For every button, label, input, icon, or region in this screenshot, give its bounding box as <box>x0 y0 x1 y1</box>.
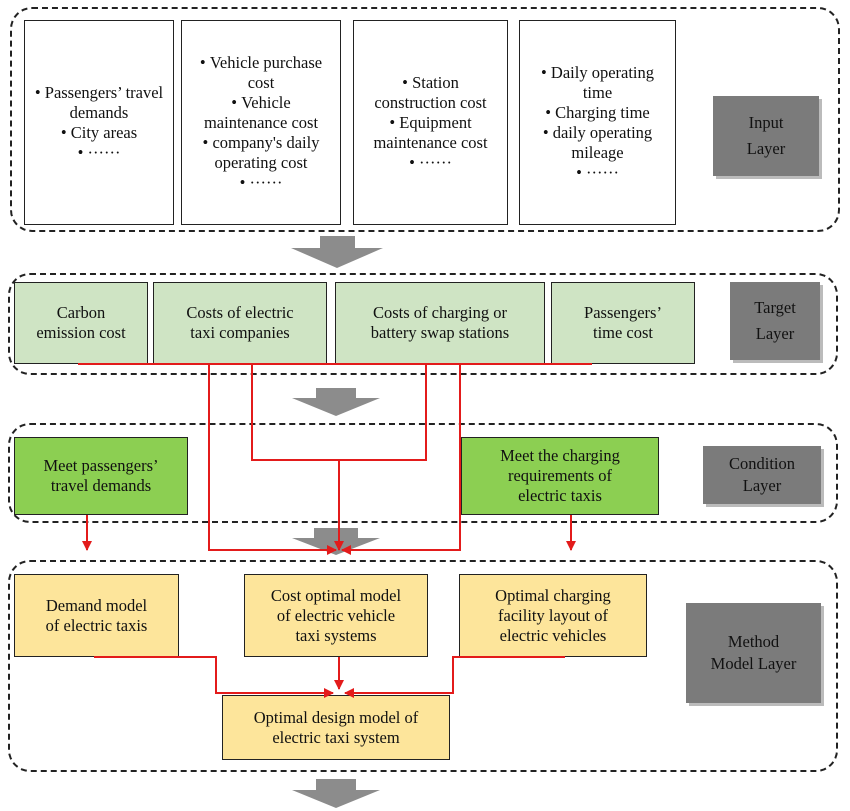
method-box-optimal-design: Optimal design model of electric taxi sy… <box>222 695 450 760</box>
condition-layer-frame <box>8 423 838 523</box>
box-line: Costs of charging or <box>373 303 507 322</box>
box-line: requirements of <box>507 466 612 485</box>
box-line: emission cost <box>36 323 126 342</box>
bullet-item: Passengers’ travel demands <box>31 83 167 123</box>
condition-box-charging-requirements: Meet the charging requirements of electr… <box>461 437 659 515</box>
box-line: Meet passengers’ <box>43 456 159 475</box>
connector-outer-right <box>341 364 461 555</box>
connector-demand-to-design <box>94 656 334 698</box>
target-layer-label: Target Layer <box>730 282 820 360</box>
box-line: electric taxis <box>518 486 602 505</box>
connector-layout-to-design <box>344 656 565 698</box>
target-box-station-cost: Costs of charging or battery swap statio… <box>335 282 545 364</box>
box-line: Optimal design model of <box>253 707 419 727</box>
box-line: Passengers’ <box>584 303 662 322</box>
bullet-item: Daily operating time <box>526 63 669 103</box>
box-line: facility layout of <box>498 605 608 625</box>
flow-arrow-down-4 <box>292 779 380 808</box>
bullet-item: ······ <box>360 153 501 173</box>
box-line: Meet the charging <box>500 446 620 465</box>
method-box-cost-optimal-model: Cost optimal model of electric vehicle t… <box>244 574 428 657</box>
bullet-item: City areas <box>31 123 167 143</box>
box-line: of electric vehicle <box>276 605 396 625</box>
input-box-passenger-demand: Passengers’ travel demands City areas ··… <box>24 20 174 225</box>
bullet-item: Charging time <box>526 103 669 123</box>
label-line: Layer <box>755 324 795 343</box>
connector-outer-left <box>208 364 337 555</box>
bullet-item: ······ <box>31 143 167 163</box>
box-line: taxi companies <box>190 323 290 342</box>
box-line: battery swap stations <box>370 323 510 342</box>
box-line: Cost optimal model <box>270 585 402 605</box>
label-line: Input <box>748 113 784 132</box>
bullet-item: Vehicle purchase cost <box>188 53 334 93</box>
input-layer-label: Input Layer <box>713 96 819 176</box>
label-line: Target <box>754 298 796 317</box>
input-box-station-cost: Station construction cost Equipment main… <box>353 20 508 225</box>
bullet-item: Vehicle maintenance cost <box>188 93 334 133</box>
box-line: electric vehicles <box>499 625 607 645</box>
box-line: time cost <box>592 323 654 342</box>
method-layer-label: Method Model Layer <box>686 603 821 703</box>
bullet-item: ······ <box>526 163 669 183</box>
box-line: of electric taxis <box>45 615 148 635</box>
target-box-carbon-cost: Carbon emission cost <box>14 282 148 364</box>
bullet-item: ······ <box>188 173 334 193</box>
label-line: Layer <box>742 476 782 495</box>
method-box-charging-layout: Optimal charging facility layout of elec… <box>459 574 647 657</box>
method-layer-frame <box>8 560 838 772</box>
box-line: travel demands <box>50 476 152 495</box>
flow-arrow-down-1 <box>291 236 383 268</box>
box-line: Optimal charging <box>495 585 611 605</box>
bullet-item: company's daily operating cost <box>188 133 334 173</box>
method-box-demand-model: Demand model of electric taxis <box>14 574 179 657</box>
input-box-vehicle-cost: Vehicle purchase cost Vehicle maintenanc… <box>181 20 341 225</box>
target-layer-frame <box>8 273 838 375</box>
bullet-item: daily operating mileage <box>526 123 669 163</box>
box-line: Demand model <box>45 595 148 615</box>
box-line: Carbon <box>56 303 106 322</box>
label-line: Layer <box>746 139 786 158</box>
bullet-item: Station construction cost <box>360 73 501 113</box>
label-line: Method <box>727 632 780 651</box>
label-line: Condition <box>728 454 795 473</box>
condition-layer-label: Condition Layer <box>703 446 821 504</box>
target-box-passenger-time-cost: Passengers’ time cost <box>551 282 695 364</box>
input-box-operating-time: Daily operating time Charging time daily… <box>519 20 676 225</box>
bullet-item: Equipment maintenance cost <box>360 113 501 153</box>
box-line: electric taxi system <box>272 727 400 747</box>
label-line: Model Layer <box>710 654 797 673</box>
box-line: taxi systems <box>295 625 377 645</box>
box-line: Costs of electric <box>186 303 294 322</box>
condition-box-travel-demands: Meet passengers’ travel demands <box>14 437 188 515</box>
input-layer-frame <box>10 7 840 232</box>
flow-arrow-down-2 <box>292 388 380 416</box>
